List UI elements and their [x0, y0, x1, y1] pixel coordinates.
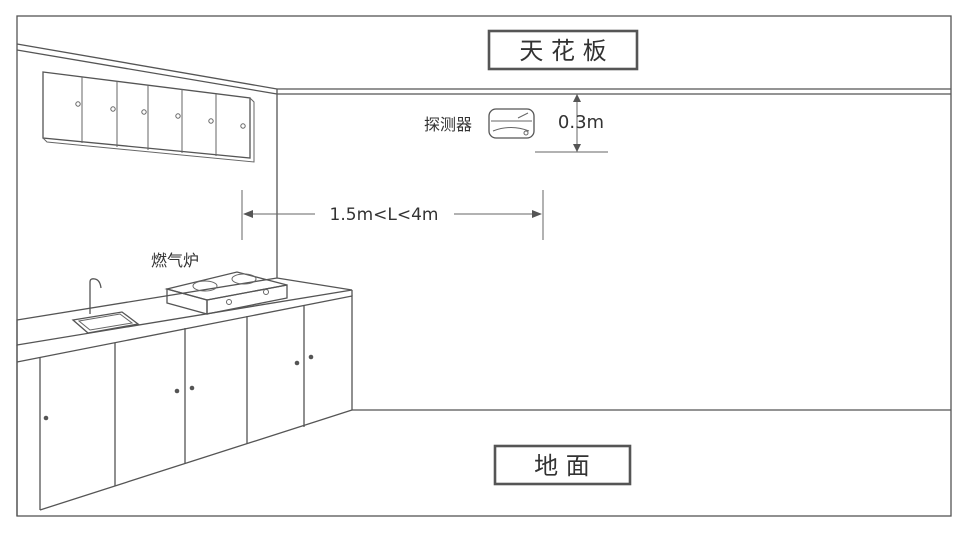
- base-cabinet: [16, 277, 353, 516]
- gas-stove: [164, 271, 288, 315]
- horizontal-distance-dimension: [241, 190, 544, 240]
- gas-stove-label: 燃气炉: [151, 251, 199, 270]
- svg-text:地 面: 地 面: [534, 452, 590, 480]
- ceiling-distance-label: 0.3m: [558, 112, 604, 133]
- sink: [71, 278, 140, 334]
- ceiling-distance-dimension: [535, 94, 608, 153]
- floor-edge: [39, 409, 951, 511]
- floor-label: 地 面: [493, 444, 632, 486]
- horizontal-distance-label: 1.5m<L<4m: [330, 205, 439, 225]
- ceiling-edge: [16, 43, 951, 95]
- diagram-frame: [16, 15, 952, 517]
- wall-cabinet: [42, 71, 255, 163]
- ceiling-label: 天 花 板: [487, 29, 639, 71]
- svg-text:天 花 板: 天 花 板: [519, 37, 606, 65]
- detector-icon: [488, 108, 535, 139]
- detector-label: 探测器: [424, 115, 472, 134]
